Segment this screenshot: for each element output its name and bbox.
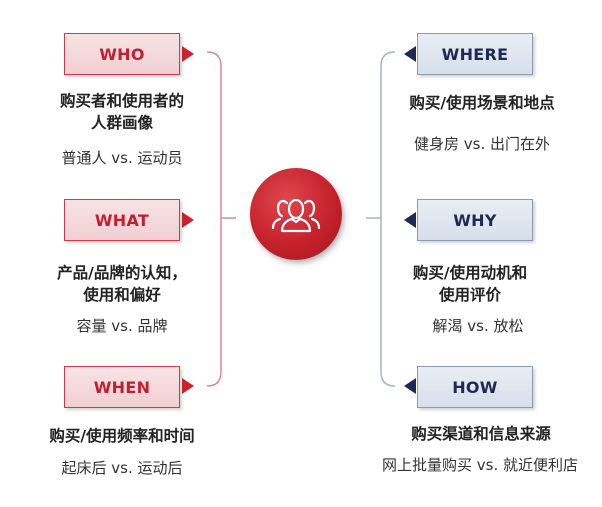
where-example: 健身房 vs. 出门在外 bbox=[414, 135, 550, 153]
what-arrow-icon bbox=[182, 212, 194, 228]
who-tag: WHO bbox=[64, 33, 180, 75]
why-title: 购买/使用动机和 使用评价 bbox=[368, 262, 572, 306]
left-bracket bbox=[206, 51, 222, 387]
who-title: 购买者和使用者的 人群画像 bbox=[20, 90, 224, 134]
when-example: 起床后 vs. 运动后 bbox=[61, 459, 183, 477]
who-arrow-icon bbox=[182, 46, 194, 62]
people-group-icon bbox=[271, 198, 321, 233]
how-example: 网上批量购买 vs. 就近便利店 bbox=[382, 456, 578, 474]
who-example: 普通人 vs. 运动员 bbox=[61, 149, 183, 167]
how-arrow-icon bbox=[404, 378, 416, 394]
what-tag: WHAT bbox=[64, 199, 180, 241]
why-title-line2: 使用评价 bbox=[438, 286, 501, 304]
how-title-line1: 购买渠道和信息来源 bbox=[411, 425, 551, 443]
when-arrow-icon bbox=[182, 378, 194, 394]
who-title-line2: 人群画像 bbox=[90, 114, 153, 132]
when-title: 购买/使用频率和时间 bbox=[10, 425, 234, 447]
how-tag: HOW bbox=[417, 366, 533, 408]
why-arrow-icon bbox=[404, 212, 416, 228]
what-example: 容量 vs. 品牌 bbox=[76, 317, 168, 335]
what-title-line1: 产品/品牌的认知， bbox=[57, 264, 187, 282]
where-title-line1: 购买/使用场景和地点 bbox=[409, 94, 555, 112]
what-title-line2: 使用和偏好 bbox=[83, 286, 161, 304]
who-title-line1: 购买者和使用者的 bbox=[59, 92, 184, 110]
when-tag: WHEN bbox=[64, 366, 180, 408]
when-title-line1: 购买/使用频率和时间 bbox=[49, 427, 195, 445]
right-bracket bbox=[380, 51, 396, 387]
how-title: 购买渠道和信息来源 bbox=[370, 423, 592, 445]
where-arrow-icon bbox=[404, 46, 416, 62]
hub-circle bbox=[250, 168, 342, 260]
why-title-line1: 购买/使用动机和 bbox=[412, 264, 528, 282]
where-title: 购买/使用场景和地点 bbox=[376, 92, 588, 114]
what-title: 产品/品牌的认知， 使用和偏好 bbox=[20, 262, 224, 306]
why-example: 解渴 vs. 放松 bbox=[432, 317, 524, 335]
why-tag: WHY bbox=[417, 199, 533, 241]
where-tag: WHERE bbox=[417, 33, 533, 75]
